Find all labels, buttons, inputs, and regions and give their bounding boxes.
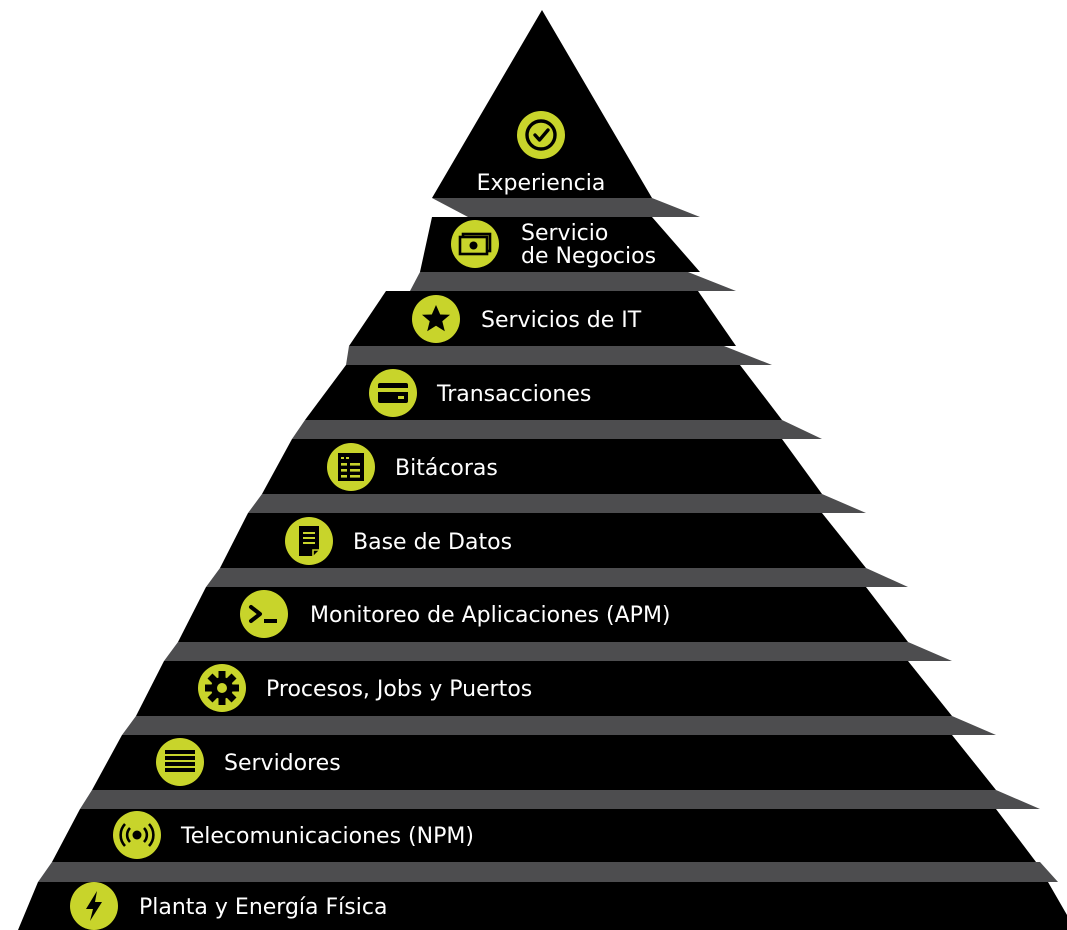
terminal-icon bbox=[240, 590, 288, 638]
level-icons bbox=[70, 111, 565, 930]
step-6 bbox=[206, 568, 908, 587]
step-7 bbox=[164, 642, 952, 661]
step-1 bbox=[432, 198, 700, 217]
label-servidores: Servidores bbox=[224, 751, 341, 776]
check-badge-icon bbox=[517, 111, 565, 159]
document-icon bbox=[285, 517, 333, 565]
tier-servidores bbox=[92, 735, 996, 790]
tier-transacciones bbox=[305, 365, 782, 420]
pyramid-steps bbox=[38, 198, 1058, 882]
label-transacciones: Transacciones bbox=[436, 382, 591, 407]
label-servicios-it: Servicios de IT bbox=[481, 308, 642, 333]
log-window-icon bbox=[327, 443, 375, 491]
label-de-negocios: de Negocios bbox=[521, 244, 656, 269]
pyramid-tiers bbox=[18, 10, 1067, 930]
label-experiencia: Experiencia bbox=[477, 171, 606, 196]
server-icon bbox=[156, 738, 204, 786]
lightning-icon bbox=[70, 882, 118, 930]
tier-procesos bbox=[136, 661, 952, 716]
label-procesos: Procesos, Jobs y Puertos bbox=[266, 677, 532, 702]
tier-telecom bbox=[52, 809, 1036, 862]
level-labels: Experiencia Servicio de Negocios Servici… bbox=[139, 171, 671, 920]
tier-experiencia bbox=[432, 10, 652, 198]
tier-bitacoras bbox=[262, 439, 822, 494]
star-icon bbox=[412, 295, 460, 343]
tier-base-datos bbox=[220, 513, 866, 568]
step-10 bbox=[38, 862, 1058, 882]
label-servicio: Servicio bbox=[521, 221, 608, 246]
gear-icon bbox=[198, 664, 246, 712]
step-5 bbox=[248, 494, 866, 513]
signal-icon bbox=[113, 811, 161, 859]
label-telecom: Telecomunicaciones (NPM) bbox=[180, 824, 474, 849]
tier-planta bbox=[18, 882, 1067, 930]
step-2 bbox=[410, 272, 736, 291]
label-apm: Monitoreo de Aplicaciones (APM) bbox=[310, 603, 671, 628]
step-4 bbox=[292, 420, 822, 439]
label-base-datos: Base de Datos bbox=[353, 530, 512, 555]
step-9 bbox=[80, 790, 1040, 809]
money-icon bbox=[451, 220, 499, 268]
credit-card-icon bbox=[369, 369, 417, 417]
label-bitacoras: Bitácoras bbox=[395, 456, 498, 481]
step-3 bbox=[346, 346, 772, 365]
label-planta: Planta y Energía Física bbox=[139, 895, 387, 920]
tier-apm bbox=[178, 587, 908, 642]
step-8 bbox=[122, 716, 996, 735]
